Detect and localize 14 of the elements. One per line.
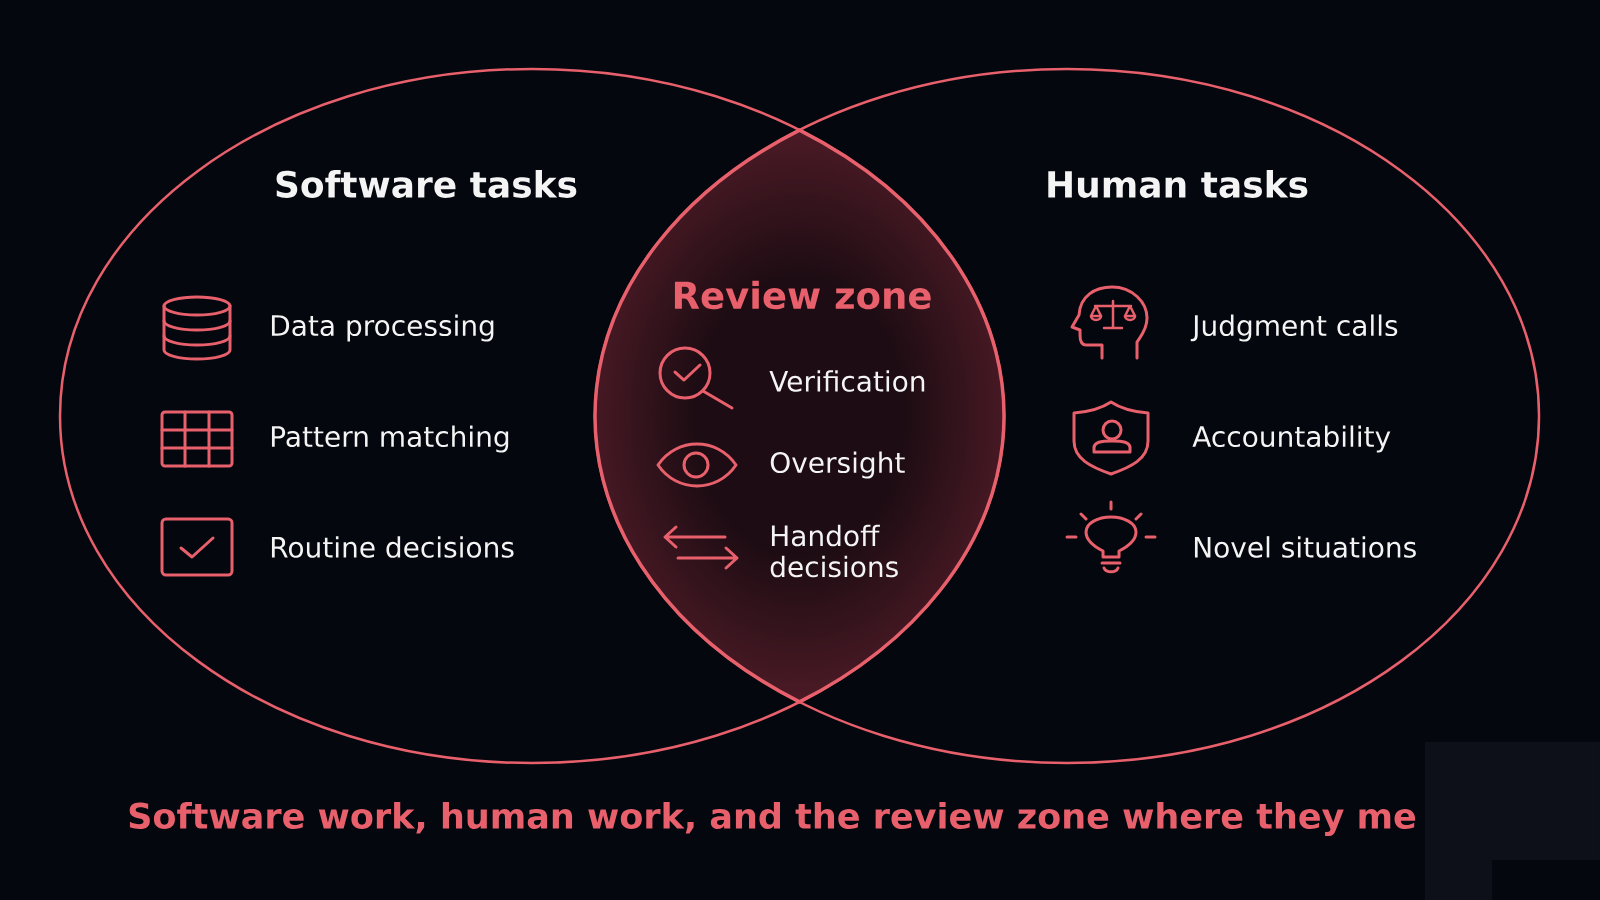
item-label: Oversight — [770, 451, 905, 479]
item-label: Judgment calls — [1190, 314, 1398, 342]
caption: Software work, human work, and the review zone where they me — [129, 801, 1416, 837]
heading: Review zone — [674, 280, 931, 310]
item-label: Pattern matching — [271, 425, 509, 453]
item-label: Verification — [769, 370, 925, 392]
item-label: Handoff decisions — [770, 524, 898, 578]
heading: Human tasks — [1048, 170, 1308, 198]
item-label: Novel situations — [1194, 536, 1416, 558]
heading: Software tasks — [276, 170, 577, 198]
item-label: Accountability — [1192, 425, 1391, 453]
item-label: Routine decisions — [271, 536, 514, 558]
item-label: Data processing — [271, 314, 494, 342]
overlap-region — [593, 128, 1006, 704]
